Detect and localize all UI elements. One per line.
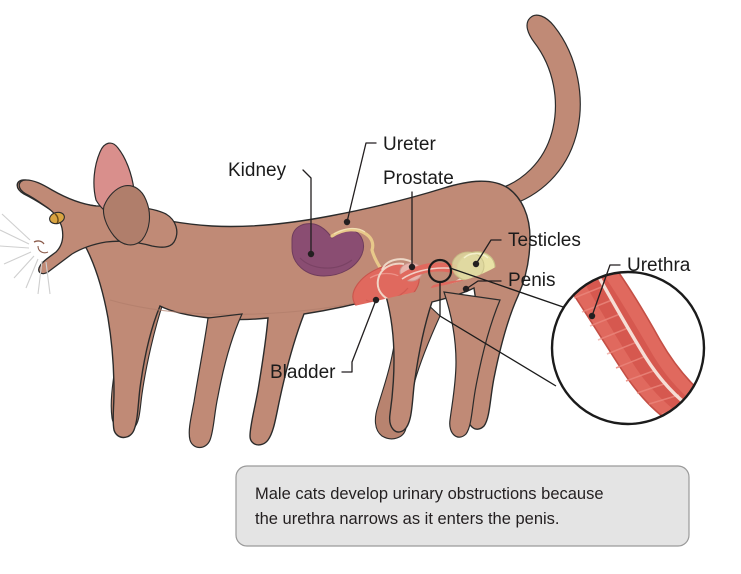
label-urethra: Urethra [627,255,691,276]
caption-box-background [235,465,690,547]
cat-mouth [37,245,49,254]
labels: Kidney Ureter Prostate Testicles Penis U… [228,134,691,383]
ureter-tube-highlight [333,227,366,235]
magnifier-border [550,270,706,426]
leader-dot-urethra [588,312,596,320]
cat-hind-leg-near [443,291,501,438]
cat-eye [49,211,65,225]
leader-dot-penis [462,285,470,293]
cat-head [18,179,178,275]
leader-kidney [302,169,312,255]
cat-whiskers [0,213,51,295]
caption-line-1: Male cats develop urinary obstructions b… [255,485,604,503]
kidney-shadow [299,257,353,269]
caption-line-2: the urethra narrows as it enters the pen… [255,510,560,528]
magnifier-connector-upper [449,267,567,309]
label-penis: Penis [508,270,556,291]
testicle-highlight [463,252,489,259]
label-prostate: Prostate [383,168,454,189]
label-ureter: Ureter [383,134,436,155]
leader-dot-prostate [408,263,416,271]
leader-penis [465,280,502,290]
leader-dot-bladder [372,296,380,304]
cat-illustration [0,14,581,449]
caption-box: Male cats develop urinary obstructions b… [235,465,690,547]
magnifier-connector-lower [439,282,557,387]
leader-urethra [591,264,621,317]
leader-dot-kidney [307,250,315,258]
deferent-duct-loop-2 [381,258,413,271]
cat-front-leg-near [188,313,243,449]
leader-dot-testicles [472,260,480,268]
label-testicles: Testicles [508,230,581,251]
cat-tail [495,14,581,207]
leader-lines [302,142,621,373]
label-bladder: Bladder [270,362,336,383]
leader-bladder [341,299,377,373]
label-kidney: Kidney [228,160,287,181]
cat-ear-far [102,185,151,246]
cat-eye-pupil [54,213,59,224]
leader-ureter [346,142,377,223]
leader-testicles [475,239,502,265]
cat-nose [33,240,45,245]
leader-dot-ureter [343,218,351,226]
cat-belly-shade [109,299,361,316]
magnifier-inset [550,270,706,426]
urethra-magnified-inner [572,272,704,424]
